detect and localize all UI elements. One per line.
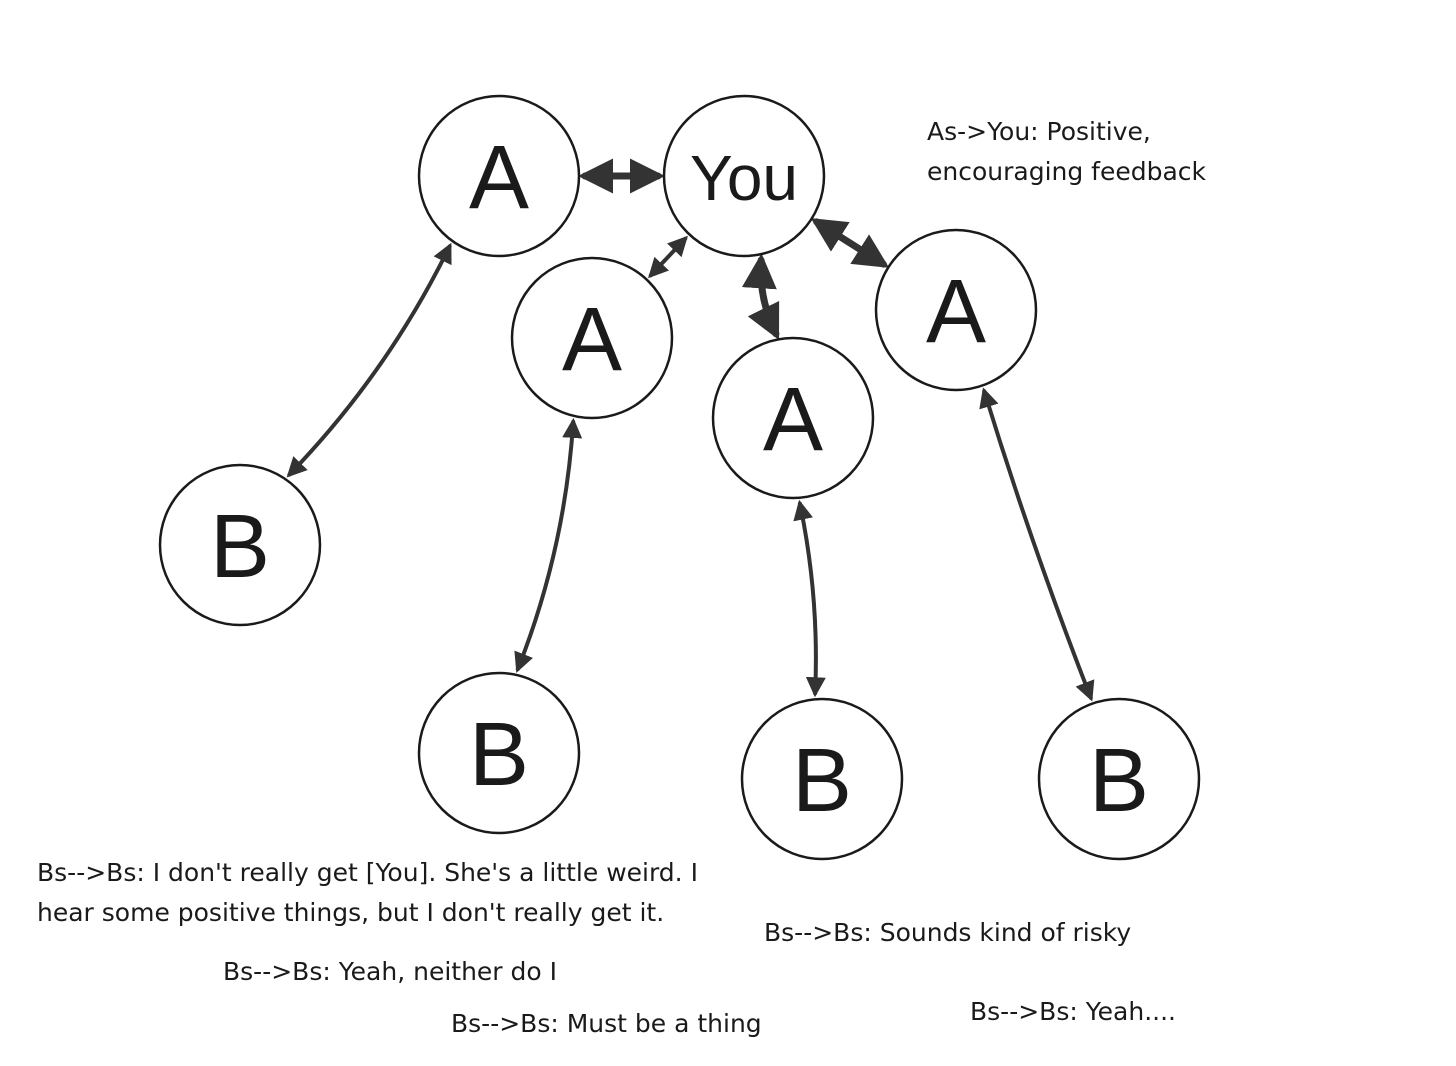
annotation-bs-weird-line-1: Bs-->Bs: I don't really get [You]. She's… [37,858,698,887]
annotation-bs-yeah: Bs-->Bs: Yeah.... [970,997,1176,1026]
edge-a4-you [810,218,890,268]
node-a1-circle [417,94,581,258]
node-b4-label: B [1089,731,1149,831]
annotation-as-you-line-2: encouraging feedback [927,157,1207,186]
node-b2: B [417,671,581,835]
annotation-bs-weird-line-2: hear some positive things, but I don't r… [37,898,665,927]
node-you-label: You [690,142,798,214]
edge-a2-you [648,235,688,279]
node-you: You [662,94,826,258]
node-a3: A [711,336,875,500]
node-you-circle [662,94,826,258]
edge-a1-b1 [286,242,452,478]
node-a4-circle [874,228,1038,392]
node-b1-label: B [210,497,270,597]
edge-a4-b4 [979,387,1095,702]
node-a4: A [874,228,1038,392]
edge-a3-you [741,253,780,340]
node-b2-label: B [469,705,529,805]
node-b3-label: B [792,731,852,831]
node-a2-label: A [562,290,622,390]
annotation-bs-neither: Bs-->Bs: Yeah, neither do I [223,957,558,986]
node-a2-circle [510,256,674,420]
node-b3-circle [740,697,904,861]
edges [286,158,1095,702]
node-a4-label: A [926,262,986,362]
annotation-bs-thing: Bs-->Bs: Must be a thing [451,1009,762,1038]
node-b4-circle [1037,697,1201,861]
node-a3-circle [711,336,875,500]
node-a3-label: A [763,370,823,470]
node-b1-circle [158,463,322,627]
node-a1: A [417,94,581,258]
edge-a2-b2 [514,417,583,673]
node-a1-label: A [469,128,529,228]
annotation-as-you-line-1: As->You: Positive, [927,117,1151,146]
node-b4: B [1037,697,1201,861]
node-a2: A [510,256,674,420]
annotation-as-you: As->You: Positive, encouraging feedback [927,112,1206,192]
edge-a3-b3 [793,499,826,698]
node-b3: B [740,697,904,861]
annotation-bs-risky: Bs-->Bs: Sounds kind of risky [764,918,1132,947]
annotation-bs-weird: Bs-->Bs: I don't really get [You]. She's… [37,853,698,933]
node-b1: B [158,463,322,627]
node-b2-circle [417,671,581,835]
